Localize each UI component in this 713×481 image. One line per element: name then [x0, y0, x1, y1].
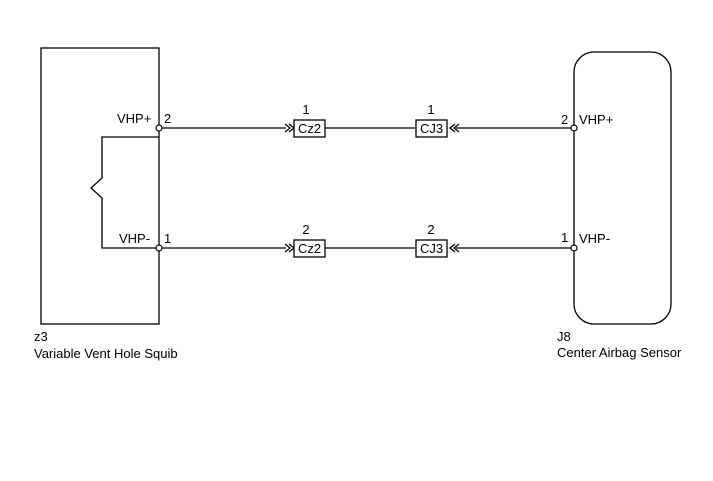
- squib-element-symbol: [90, 136, 159, 249]
- connector-pin-label: 2: [427, 222, 434, 237]
- right-pin-number-label: 2: [561, 112, 568, 127]
- right-pin-signal-label: VHP-: [579, 231, 610, 246]
- right-component-name: Center Airbag Sensor: [557, 345, 682, 360]
- left-pin-signal-label: VHP-: [119, 231, 150, 246]
- connector-name-label: Cz2: [298, 121, 321, 136]
- connector-name-label: Cz2: [298, 241, 321, 256]
- right-component-code: J8: [557, 329, 571, 344]
- connector-pin-label: 2: [302, 222, 309, 237]
- terminal-right-vhp-minus: [570, 244, 578, 252]
- wire-vhp-minus: [155, 239, 578, 258]
- connector-box: [293, 119, 326, 138]
- connector-pin-label: 1: [302, 102, 309, 117]
- right-pin-signal-label: VHP+: [579, 112, 613, 127]
- right-pin-number-label: 1: [561, 230, 568, 245]
- terminal-left-vhp-minus: [155, 244, 163, 252]
- left-component-code: z3: [34, 329, 48, 344]
- terminal-left-vhp-plus: [155, 124, 163, 132]
- left-component-box: [40, 47, 160, 325]
- left-pin-signal-label: VHP+: [117, 111, 151, 126]
- connector-box: [415, 119, 448, 138]
- connector-box: [415, 239, 448, 258]
- connector-box: [293, 239, 326, 258]
- left-pin-number-label: 2: [164, 111, 171, 126]
- connector-pin-label: 1: [427, 102, 434, 117]
- connector-name-label: CJ3: [420, 241, 443, 256]
- left-pin-number-label: 1: [164, 231, 171, 246]
- left-component-name: Variable Vent Hole Squib: [34, 346, 178, 361]
- right-component-box: [573, 51, 672, 325]
- wire-vhp-plus: [155, 119, 578, 138]
- connector-name-label: CJ3: [420, 121, 443, 136]
- terminal-right-vhp-plus: [570, 124, 578, 132]
